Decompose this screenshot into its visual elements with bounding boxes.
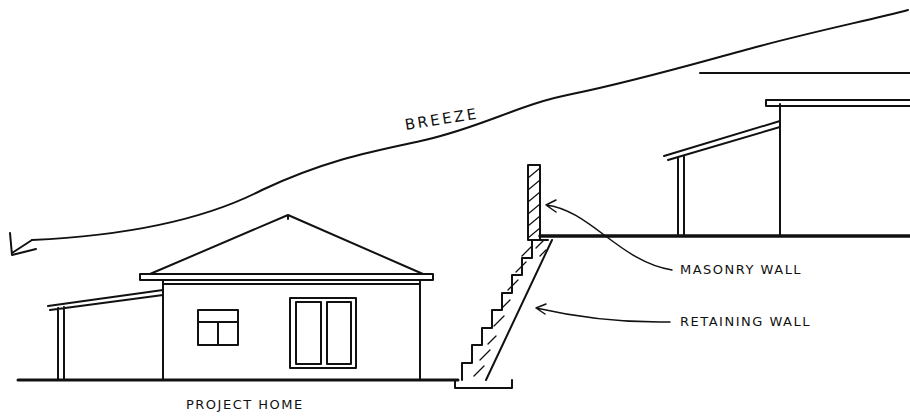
carport [48, 290, 163, 380]
leader-line [546, 200, 672, 270]
breeze-arrow [10, 233, 36, 255]
neighbour-carport [664, 121, 780, 236]
neighbour-house [700, 73, 910, 236]
masonry-wall [528, 165, 540, 240]
house-roof [140, 215, 433, 280]
masonry-hatch [528, 168, 540, 238]
house-wall [163, 280, 420, 380]
ground-line [18, 379, 458, 382]
label-text: MASONRY WALL [680, 263, 802, 276]
leader-line [536, 304, 670, 322]
sliding-door [290, 298, 356, 368]
retaining-hatch [474, 240, 546, 376]
label-text: PROJECT HOME [186, 398, 304, 411]
footing [455, 380, 512, 388]
label-text: RETAINING WALL [680, 315, 811, 328]
label-text: BREEZE [404, 106, 480, 132]
window [198, 310, 238, 345]
breeze-line [32, 10, 908, 240]
retaining-wall [462, 240, 548, 380]
upper-ground-line [540, 234, 910, 238]
